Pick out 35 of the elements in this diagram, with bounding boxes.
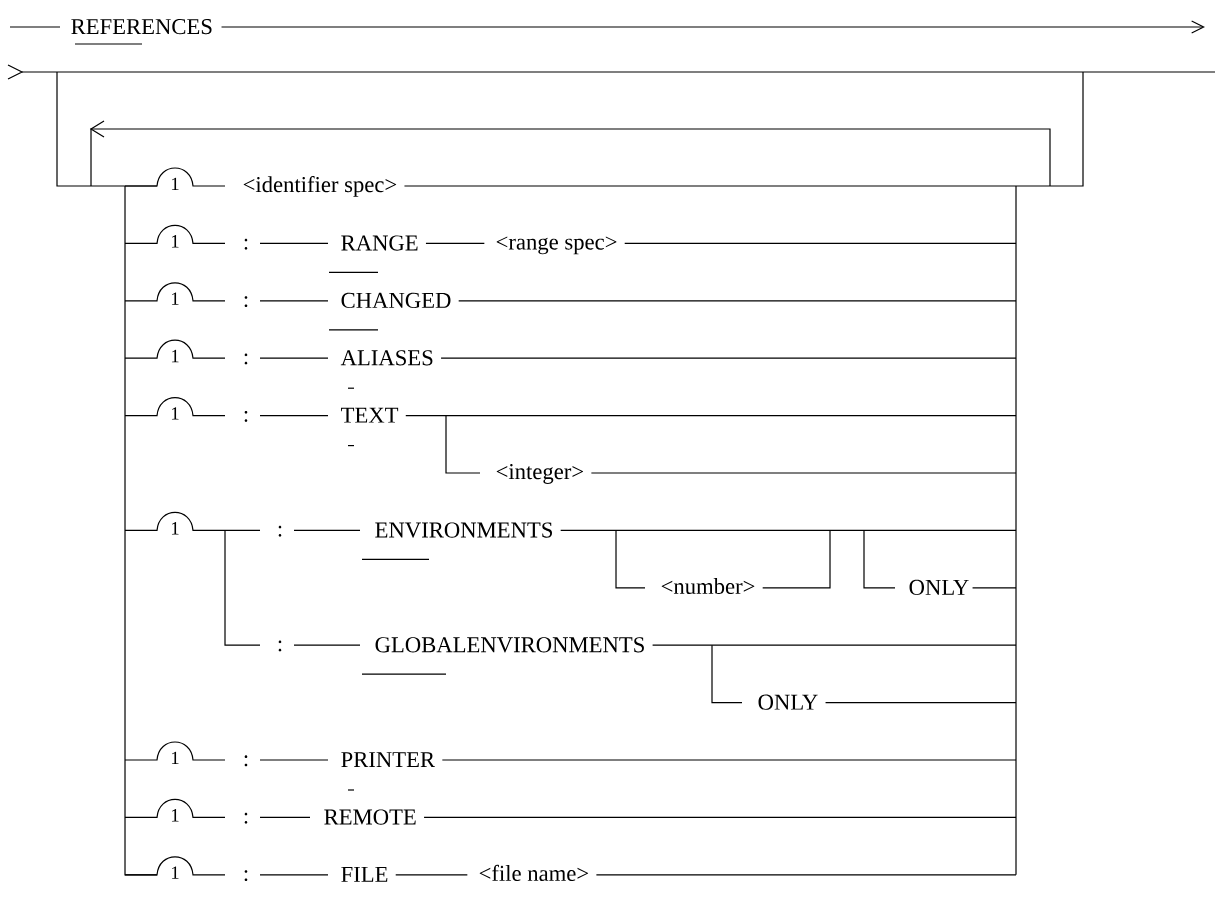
keyword: GLOBALENVIRONMENTS: [375, 637, 644, 653]
keyword: ONLY: [909, 579, 969, 596]
keyword: PRINTER: [341, 752, 435, 767]
colon-separator: :: [244, 296, 248, 308]
keyword: ONLY: [758, 694, 818, 710]
colon-separator: :: [244, 870, 248, 882]
colon-separator: :: [244, 812, 248, 824]
nonterminal-symbol: <identifier spec>: [243, 176, 397, 197]
nonterminal-symbol: <integer>: [496, 464, 583, 484]
keyword: CHANGED: [341, 292, 451, 309]
colon-separator: :: [244, 755, 248, 767]
keyword: REFERENCES: [71, 19, 212, 35]
colon-separator: :: [244, 238, 248, 250]
nonterminal-symbol: <number>: [661, 578, 755, 595]
keyword: RANGE: [341, 235, 418, 251]
keyword: FILE: [341, 866, 388, 882]
repeat-count: 1: [171, 177, 179, 190]
repeat-count: 1: [171, 407, 179, 420]
repeat-count: 1: [171, 809, 179, 822]
repeat-count: 1: [171, 522, 179, 535]
repeat-count: 1: [171, 292, 179, 305]
nonterminal-symbol: <range spec>: [496, 236, 617, 255]
colon-separator: :: [278, 525, 282, 537]
keyword: ALIASES: [340, 350, 433, 366]
colon-separator: :: [244, 410, 248, 422]
repeat-count: 1: [171, 349, 179, 363]
repeat-count: 1: [171, 751, 179, 764]
keyword: ENVIRONMENTS: [375, 522, 552, 538]
nonterminal-symbol: <file name>: [479, 864, 589, 882]
keyword: REMOTE: [324, 809, 416, 825]
repeat-count: 1: [171, 866, 179, 879]
colon-separator: :: [244, 353, 248, 365]
colon-separator: :: [278, 640, 282, 652]
keyword: TEXT: [341, 407, 399, 423]
repeat-count: 1: [171, 235, 179, 248]
